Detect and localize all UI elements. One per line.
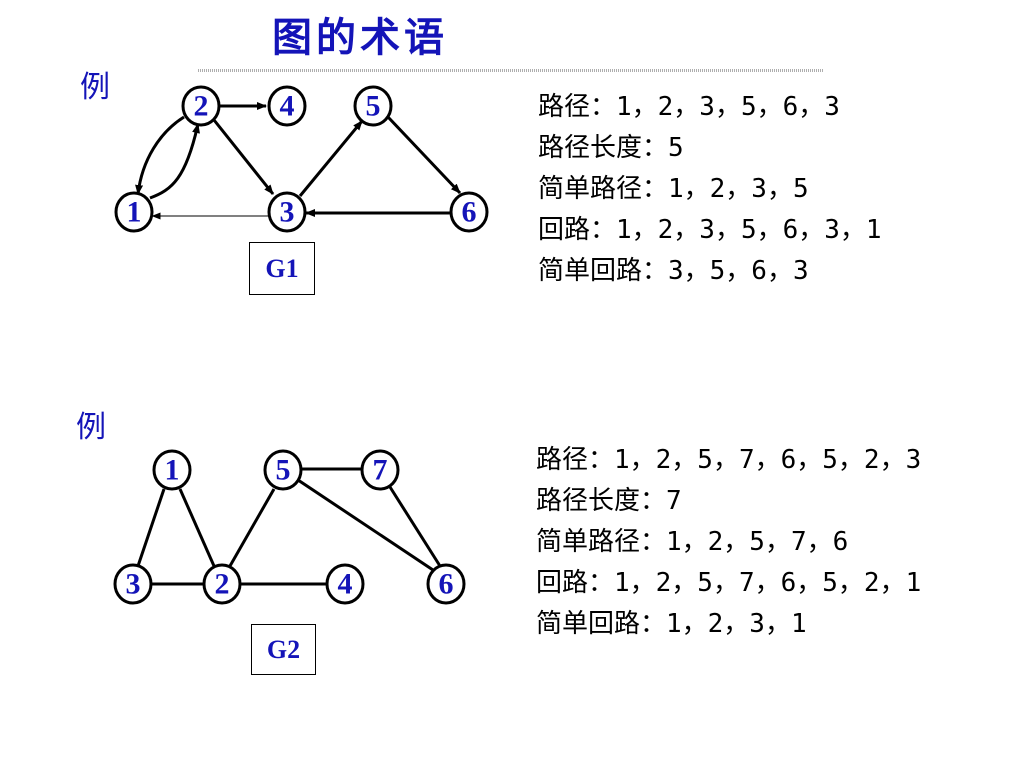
svg-text:1: 1 bbox=[165, 454, 180, 487]
g2-node-1: 1 bbox=[152, 449, 192, 491]
g2-path-length-line: 路径长度：7 bbox=[536, 486, 682, 516]
g1-edges bbox=[135, 102, 462, 220]
graph-label-g2: G2 bbox=[251, 624, 316, 675]
svg-text:3: 3 bbox=[126, 568, 141, 601]
g1-node-3: 3 bbox=[267, 191, 307, 233]
svg-text:5: 5 bbox=[366, 90, 381, 123]
example-label-2: 例 bbox=[76, 410, 106, 445]
g1-terms: 路径：1，2，3，5，6，3 路径长度：5 简单路径：1，2，3，5 回路：1，… bbox=[538, 87, 882, 292]
example-label-1: 例 bbox=[80, 70, 110, 105]
svg-text:6: 6 bbox=[439, 568, 454, 601]
g1-path-line: 路径：1，2，3，5，6，3 bbox=[538, 92, 840, 122]
graph-label-g1: G1 bbox=[249, 242, 315, 295]
svg-text:2: 2 bbox=[215, 568, 230, 601]
g1-edge-5-6 bbox=[386, 115, 462, 195]
page-title: 图的术语 bbox=[272, 15, 448, 61]
svg-text:3: 3 bbox=[280, 196, 295, 229]
g1-node-4: 4 bbox=[267, 85, 307, 127]
g1-nodes: 1 2 3 4 5 6 bbox=[114, 85, 489, 233]
g2-simple-cycle-line: 简单回路：1，2，3，1 bbox=[536, 609, 807, 639]
g1-edge-2-1 bbox=[135, 115, 185, 195]
g2-edge-2-5 bbox=[228, 488, 276, 567]
g2-node-2: 2 bbox=[202, 563, 242, 605]
g2-path-line: 路径：1，2，5，7，6，5，2，3 bbox=[536, 445, 922, 475]
g1-node-6: 6 bbox=[449, 191, 489, 233]
g1-cycle-line: 回路：1，2，3，5，6，3，1 bbox=[538, 215, 882, 245]
g2-edge-7-6 bbox=[388, 486, 442, 567]
g2-node-6: 6 bbox=[426, 563, 466, 605]
svg-text:5: 5 bbox=[276, 454, 291, 487]
g1-node-1: 1 bbox=[114, 191, 154, 233]
svg-text:1: 1 bbox=[127, 196, 142, 229]
g1-node-2: 2 bbox=[181, 85, 221, 127]
g1-edge-2-3 bbox=[212, 119, 275, 195]
svg-text:4: 4 bbox=[280, 90, 295, 123]
g1-edge-1-2 bbox=[149, 123, 200, 200]
g2-cycle-line: 回路：1，2，5，7，6，5，2，1 bbox=[536, 568, 922, 598]
svg-text:4: 4 bbox=[338, 568, 353, 601]
g1-path-length-line: 路径长度：5 bbox=[538, 133, 684, 163]
g2-edge-5-6 bbox=[297, 478, 434, 572]
g1-simple-cycle-line: 简单回路：3，5，6，3 bbox=[538, 256, 809, 286]
g2-node-4: 4 bbox=[325, 563, 365, 605]
g2-nodes: 1 2 3 4 5 6 7 bbox=[113, 449, 466, 605]
g2-edges bbox=[136, 467, 442, 586]
g1-simple-path-line: 简单路径：1，2，3，5 bbox=[538, 174, 809, 204]
title-divider bbox=[198, 69, 823, 72]
g1-edge-3-5 bbox=[298, 120, 364, 197]
g2-terms: 路径：1，2，5，7，6，5，2，3 路径长度：7 简单路径：1，2，5，7，6… bbox=[536, 440, 921, 645]
g2-edge-1-3 bbox=[136, 488, 166, 567]
svg-text:7: 7 bbox=[373, 454, 388, 487]
g2-node-7: 7 bbox=[360, 449, 400, 491]
svg-text:2: 2 bbox=[194, 90, 209, 123]
g1-node-5: 5 bbox=[353, 85, 393, 127]
g2-node-5: 5 bbox=[263, 449, 303, 491]
g2-simple-path-line: 简单路径：1，2，5，7，6 bbox=[536, 527, 849, 557]
g2-edge-1-2 bbox=[178, 488, 216, 567]
svg-text:6: 6 bbox=[462, 196, 477, 229]
g2-node-3: 3 bbox=[113, 563, 153, 605]
